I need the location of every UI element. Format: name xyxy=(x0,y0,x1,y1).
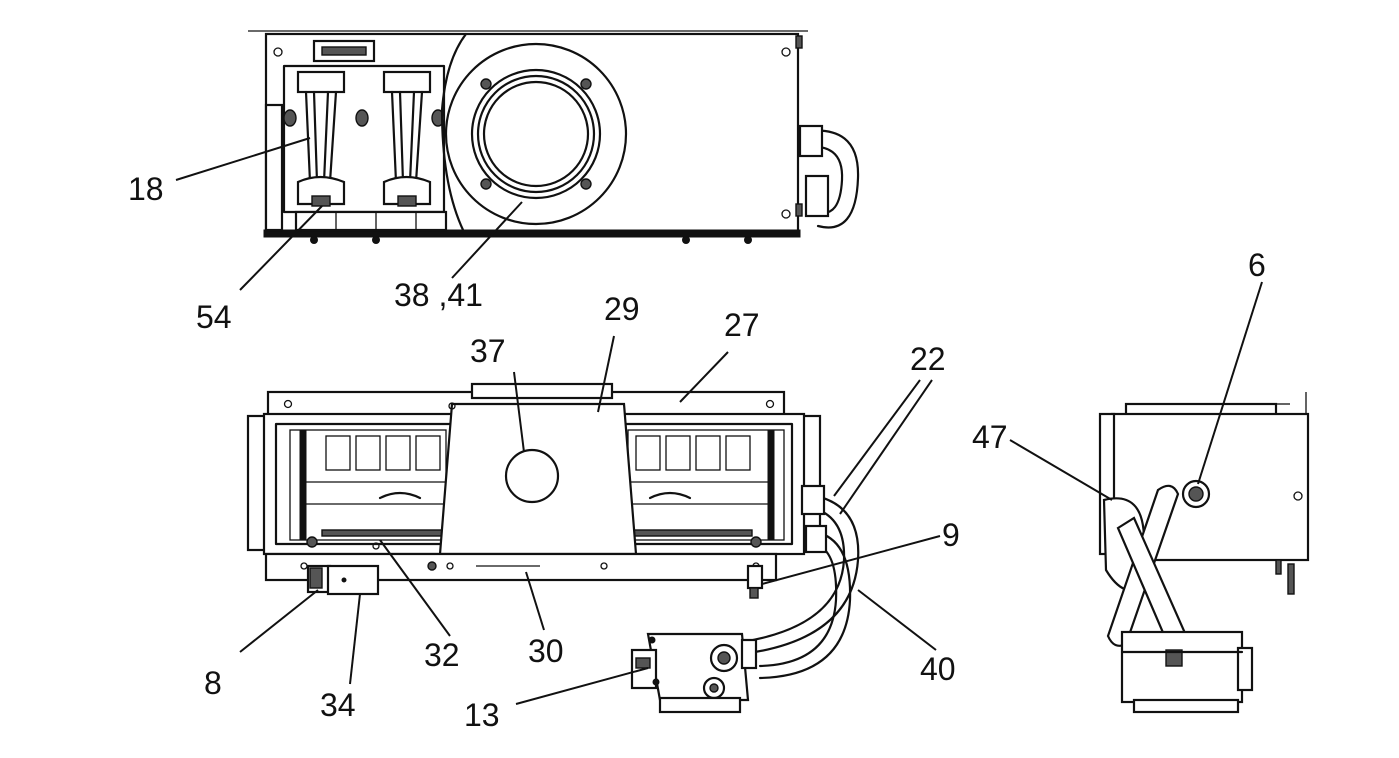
top-view xyxy=(248,30,860,244)
label-32: 32 xyxy=(424,637,460,673)
label-29: 29 xyxy=(604,291,640,327)
label-54: 54 xyxy=(196,299,232,335)
side-view xyxy=(1098,392,1310,714)
label-8: 8 xyxy=(204,665,222,701)
label-30: 30 xyxy=(528,633,564,669)
label-22: 22 xyxy=(910,341,946,377)
front-view xyxy=(246,382,822,599)
leader-lines xyxy=(175,137,1263,705)
label-38-41: 38 ,41 xyxy=(394,277,483,313)
label-27: 27 xyxy=(724,307,760,343)
reference-labels: 18 54 38 ,41 29 27 37 22 6 47 9 40 8 34 … xyxy=(128,171,1266,733)
label-18: 18 xyxy=(128,171,164,207)
label-37: 37 xyxy=(470,333,506,369)
label-34: 34 xyxy=(320,687,356,723)
label-40: 40 xyxy=(920,651,956,687)
label-6: 6 xyxy=(1248,247,1266,283)
label-47: 47 xyxy=(972,419,1008,455)
label-9: 9 xyxy=(942,517,960,553)
label-13: 13 xyxy=(464,697,500,733)
